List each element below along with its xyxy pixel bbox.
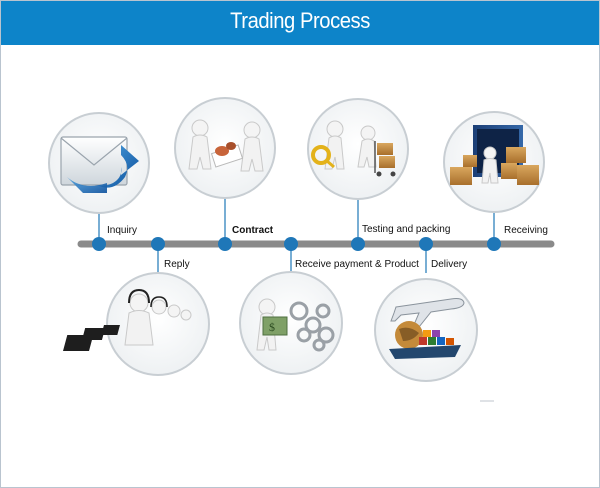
contract-people-icon [174, 97, 276, 199]
node-contract [218, 237, 232, 251]
page-title: Trading Process [230, 8, 370, 33]
label-inquiry: Inquiry [107, 225, 137, 236]
label-delivery: Delivery [431, 259, 467, 270]
header-bar: Trading Process [1, 1, 599, 45]
node-receive-payment [284, 237, 298, 251]
label-testing: Testing and packing [362, 224, 450, 235]
receiving-warehouse-icon [443, 111, 545, 213]
node-delivery [419, 237, 433, 251]
delivery-transport-icon [374, 278, 478, 382]
payment-gears-icon: $ [239, 271, 343, 375]
inquiry-envelope-icon [48, 112, 150, 214]
svg-text:$: $ [269, 320, 275, 334]
label-receiving: Receiving [504, 225, 548, 236]
node-testing [351, 237, 365, 251]
label-contract: Contract [232, 225, 274, 236]
reply-call-center-icon [63, 272, 210, 376]
node-reply [151, 237, 165, 251]
node-receiving [487, 237, 501, 251]
label-receive-payment: Receive payment & Product [295, 259, 419, 270]
trading-process-diagram: Inquiry Reply Contract Receive payment &… [48, 97, 555, 402]
testing-packing-icon [307, 98, 409, 200]
node-inquiry [92, 237, 106, 251]
label-reply: Reply [164, 259, 190, 270]
